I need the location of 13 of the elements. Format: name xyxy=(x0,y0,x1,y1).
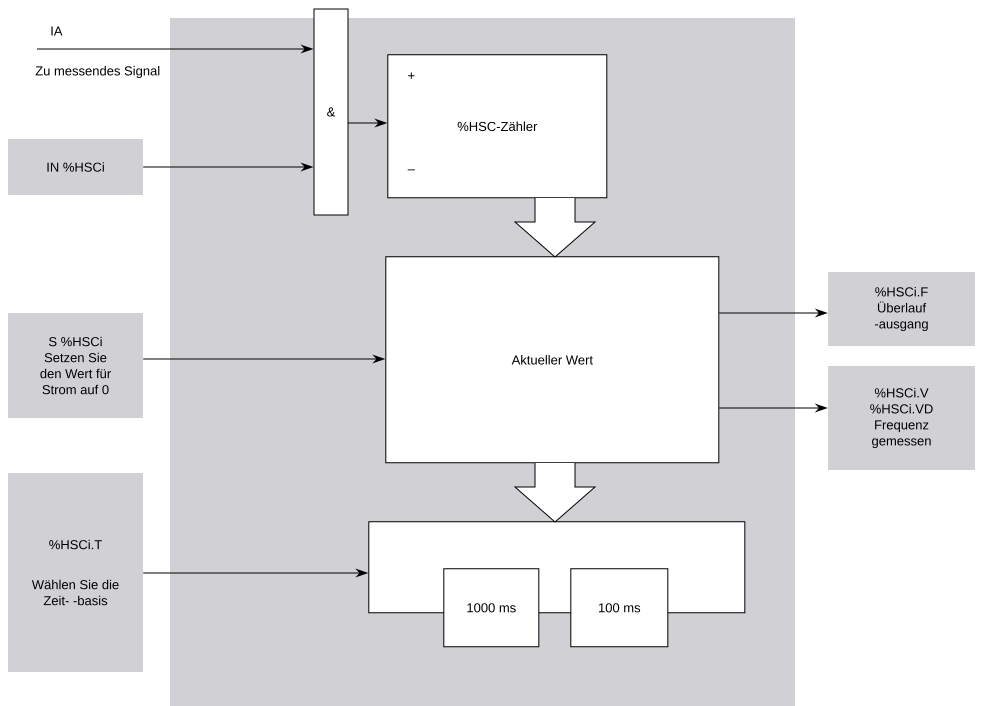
process-box: %HSC-Zähler + – xyxy=(387,54,608,198)
signal-label: Zu messendes Signal xyxy=(36,66,160,78)
signal-box: %HSCi.V %HSCi.VD Frequenz gemessen xyxy=(828,366,976,470)
signal-label: IA xyxy=(51,26,62,36)
process-box: 1000 ms xyxy=(443,568,540,648)
signal-box: %HSCi.T Wählen Sie die Zeit- -basis xyxy=(8,473,143,672)
process-box: Aktueller Wert xyxy=(385,256,720,464)
signal-box: IN %HSCi xyxy=(8,139,143,195)
block-arrow xyxy=(514,462,596,523)
process-box: 100 ms xyxy=(570,568,668,648)
signal-box: S %HSCi Setzen Sie den Wert für Strom auf 0 xyxy=(8,313,143,418)
block-arrow xyxy=(514,198,596,258)
signal-box: %HSCi.F Überlauf -ausgang xyxy=(828,272,976,346)
